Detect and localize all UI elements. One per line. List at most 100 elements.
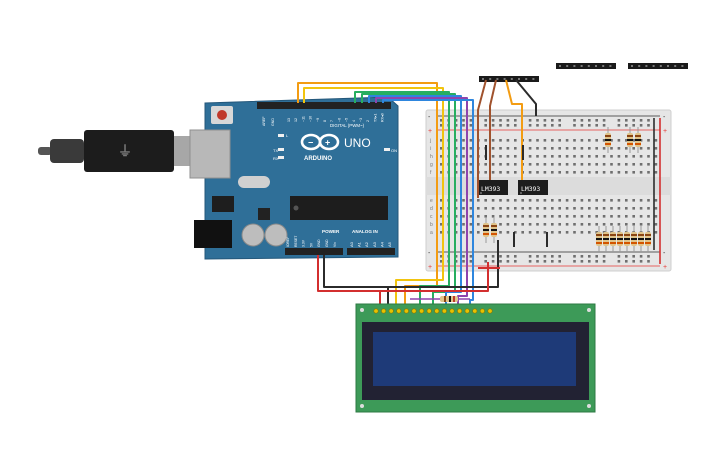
lm393-chip-2-label: LM393 (521, 185, 540, 193)
resistor (491, 217, 497, 243)
lcd-pin (411, 308, 417, 314)
resistor (610, 226, 616, 252)
lcd-pin (472, 308, 478, 314)
lcd-pin (373, 308, 379, 314)
lcd-pin (419, 308, 425, 314)
resistor (635, 127, 641, 153)
lcd-pin (381, 308, 387, 314)
digital-pin-label: ~11 (301, 116, 305, 122)
digital-pin-label: 2 (366, 120, 370, 122)
row-letter: b (430, 222, 433, 228)
rail-minus-bottom-right: - (663, 250, 666, 257)
gnd-pin-label: GND (271, 118, 275, 126)
digital-header-label: DIGITAL (PWM~) (330, 123, 365, 128)
digital-pin-label: ~5 (345, 118, 349, 122)
resistor (627, 127, 633, 153)
row-letter: f (430, 170, 432, 176)
lcd-pin (426, 308, 432, 314)
power-pin-label: 3.3V (302, 239, 306, 247)
rx-led-label: RX (273, 156, 279, 161)
atmega-chip (290, 196, 388, 220)
resistor (638, 226, 644, 252)
arduino-uno-board[interactable]: − + ARDUINO UNO L TX RX ON AREF GND DIGI… (189, 96, 399, 260)
pin-header-strips (479, 63, 688, 82)
analog-header (347, 248, 395, 255)
lcd-pin (464, 308, 470, 314)
arduino-logo-icon: − + (300, 133, 340, 151)
digital-pin-label: RX◂0 (381, 113, 385, 122)
digital-pin-label: 4 (352, 120, 356, 122)
aref-pin-label: AREF (262, 116, 266, 126)
row-letter: h (430, 154, 433, 160)
resistor (617, 226, 623, 252)
row-letter: e (430, 198, 433, 204)
svg-text:+: + (325, 138, 330, 148)
power-pin-label: IOREF (286, 237, 290, 247)
resistor (483, 217, 489, 243)
lcd-16x2[interactable] (355, 303, 596, 413)
digital-pin-label: ~9 (316, 118, 320, 122)
lcd-pin (449, 308, 455, 314)
resistor (624, 226, 630, 252)
power-pin-label: GND (325, 239, 329, 247)
analog-pin-label: A3 (372, 241, 377, 247)
analog-pin-label: A2 (364, 241, 369, 247)
digital-pin-label: ~3 (359, 118, 363, 122)
power-pin-label: GND (317, 239, 321, 247)
rail-plus-top-left: + (428, 128, 432, 135)
lcd-pin (388, 308, 394, 314)
rail-minus-bottom-left: - (428, 250, 431, 257)
digital-pin-label: 7 (330, 120, 334, 122)
row-letter: j (429, 138, 431, 144)
lcd-pins (373, 308, 493, 314)
row-letter: a (430, 230, 433, 236)
digital-pin-label: 12 (294, 118, 298, 122)
lcd-pin (434, 308, 440, 314)
resistors (483, 127, 651, 252)
rail-plus-bottom-left: + (428, 264, 432, 271)
lcd-pin (396, 308, 402, 314)
resistor (631, 226, 637, 252)
lcd-resistor (440, 296, 458, 302)
rail-minus-top-left: - (428, 114, 431, 121)
row-letter: d (430, 206, 433, 212)
lm393-chip-2[interactable]: LM393 (518, 180, 548, 195)
resistor (596, 226, 602, 252)
breadboard-holes (440, 119, 658, 263)
breadboard-jumpers (485, 145, 548, 247)
lcd-pin (441, 308, 447, 314)
arduino-brand-text: ARDUINO (304, 156, 332, 162)
l-led-label: L (286, 133, 289, 138)
row-letter: i (430, 146, 431, 152)
svg-text:−: − (308, 138, 313, 148)
analog-pin-label: A1 (357, 241, 362, 247)
power-label: POWER (322, 229, 340, 234)
lcd-pin (487, 308, 493, 314)
rail-plus-top-right: + (663, 128, 667, 135)
power-pin-label: Vin (333, 242, 337, 247)
analog-pin-label: A4 (379, 241, 384, 247)
usb-symbol-icon: ⏚ (118, 143, 132, 159)
digital-pin-label: 13 (287, 118, 291, 122)
resistor (603, 226, 609, 252)
digital-pin-label: 8 (323, 120, 327, 122)
power-header (285, 248, 343, 255)
on-led-label: ON (391, 148, 397, 153)
usb-cable: ⏚ (38, 130, 214, 172)
lm393-chip-1[interactable]: LM393 (478, 180, 508, 195)
lm393-chip-1-label: LM393 (481, 185, 500, 193)
tx-led-label: TX (273, 148, 278, 153)
row-letter: c (430, 214, 433, 220)
lcd-pin (403, 308, 409, 314)
digital-pin-label: ~6 (337, 118, 341, 122)
analog-pin-label: A5 (387, 241, 392, 247)
resistor (645, 226, 651, 252)
wires (297, 79, 537, 307)
lcd-screen (373, 332, 576, 386)
lcd-pin (457, 308, 463, 314)
